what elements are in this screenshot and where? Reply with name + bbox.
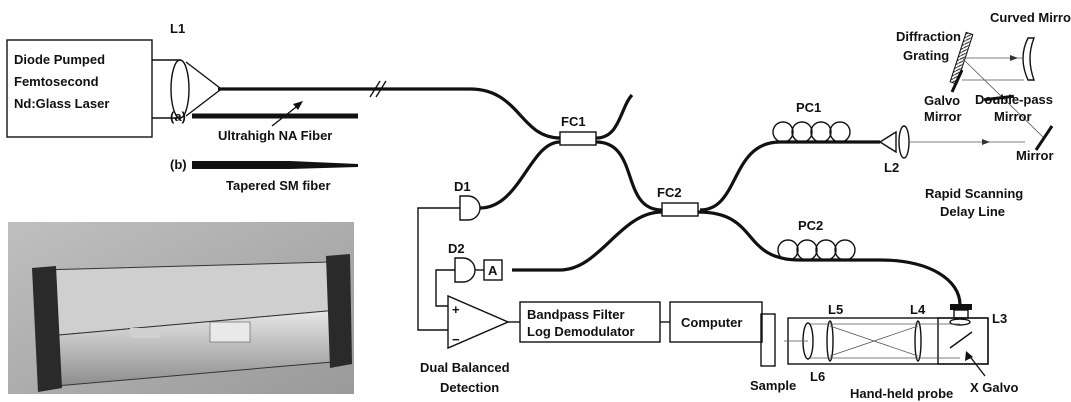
minus-label: −: [452, 332, 460, 347]
pc2-label: PC2: [798, 218, 823, 233]
bandpass-label-2: Log Demodulator: [527, 324, 635, 339]
coupler-fc1: [560, 132, 596, 145]
galvo-label-1: Galvo: [924, 93, 960, 108]
laser-device-photo: [8, 222, 354, 394]
rsdl-label-1: Rapid Scanning: [925, 186, 1023, 201]
lens-l2: [899, 126, 909, 158]
curved-mirror-label: Curved Mirror: [990, 10, 1071, 25]
laser-label-2: Femtosecond: [14, 74, 99, 89]
dual-balanced-1: Dual Balanced: [420, 360, 510, 375]
computer-label: Computer: [681, 315, 742, 330]
hand-held-probe: [784, 304, 988, 364]
reference-arm-fiber: [700, 142, 880, 210]
l2-label: L2: [884, 160, 899, 175]
coupler-fc2: [662, 203, 698, 216]
laser-label-1: Diode Pumped: [14, 52, 105, 67]
d1-label: D1: [454, 179, 471, 194]
sample-label: Sample: [750, 378, 796, 393]
laser-source: Diode Pumped Femtosecond Nd:Glass Laser: [7, 40, 152, 137]
sample-arm-fiber-1: [596, 142, 662, 210]
double-pass-label-2: Mirror: [994, 109, 1032, 124]
polarization-controller-pc2: [778, 240, 855, 260]
fc2-label: FC2: [657, 185, 682, 200]
fiber-a-label: Ultrahigh NA Fiber: [218, 128, 332, 143]
mirror-label-text: Mirror: [1016, 148, 1054, 163]
grating-label-1: Diffraction: [896, 29, 961, 44]
polarization-controller-pc1: [773, 122, 850, 142]
fiber-b-tag: (b): [170, 157, 187, 172]
rsdl-label-2: Delay Line: [940, 204, 1005, 219]
fiber-b-label: Tapered SM fiber: [226, 178, 331, 193]
l1-label: L1: [170, 21, 185, 36]
grating-label-2: Grating: [903, 48, 949, 63]
mirror: [1036, 126, 1052, 150]
dual-balanced-2: Detection: [440, 380, 499, 395]
l3-label: L3: [992, 311, 1007, 326]
detector-d1: [460, 196, 480, 220]
probe-label: Hand-held probe: [850, 386, 953, 401]
sample-arm-fiber-2: [698, 212, 880, 260]
bandpass-label-1: Bandpass Filter: [527, 307, 625, 322]
d2-label: D2: [448, 241, 465, 256]
fc1-label: FC1: [561, 114, 586, 129]
laser-label-3: Nd:Glass Laser: [14, 96, 109, 111]
detector-d2: [455, 258, 475, 282]
fiber-b: [192, 161, 358, 169]
fiber-a-tag: (a): [170, 109, 186, 124]
double-pass-label-1: Double-pass: [975, 92, 1053, 107]
x-galvo-label: X Galvo: [970, 380, 1018, 395]
pc1-label: PC1: [796, 100, 821, 115]
plus-label: +: [452, 302, 460, 317]
l6-label: L6: [810, 369, 825, 384]
sample: [761, 314, 775, 366]
l5-label: L5: [828, 302, 843, 317]
curved-mirror: [1023, 38, 1034, 80]
galvo-label-2: Mirror: [924, 109, 962, 124]
l4-label: L4: [910, 302, 926, 317]
amp-label: A: [488, 263, 498, 278]
